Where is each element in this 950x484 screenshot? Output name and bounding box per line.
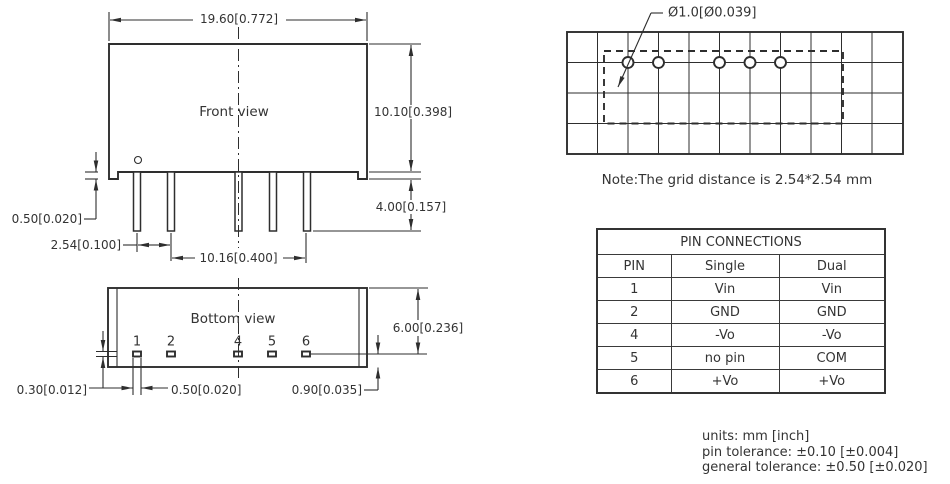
table-title: PIN CONNECTIONS (596, 228, 886, 255)
svg-text:1: 1 (133, 335, 141, 350)
dim-standoff-label: 0.50[0.020] (12, 212, 82, 226)
pin-holes (621, 56, 787, 69)
svg-text:6: 6 (302, 335, 310, 350)
bottom-view-drawing (89, 287, 428, 395)
front-view-label: Front view (199, 104, 269, 120)
table-header-row: PIN Single Dual (596, 254, 886, 278)
svg-text:5: 5 (268, 335, 276, 350)
cell-pin: 2 (596, 300, 672, 324)
cell-single: GND (670, 300, 780, 324)
cell-dual: Vin (778, 277, 886, 301)
dim-pin-length-label: 4.00[0.157] (376, 200, 446, 214)
cell-single: Vin (670, 277, 780, 301)
cell-single: no pin (670, 346, 780, 370)
cell-dual: -Vo (778, 323, 886, 347)
cell-pin: 1 (596, 277, 672, 301)
cell-pin: 5 (596, 346, 672, 370)
table-row: 5 no pin COM (596, 346, 886, 370)
dim-front-height-label: 10.10[0.398] (374, 105, 452, 119)
dim-pin-pitch (123, 233, 172, 261)
front-view-body (108, 43, 368, 180)
svg-text:4: 4 (234, 335, 242, 350)
cell-pin: 4 (596, 323, 672, 347)
dim-front-height (369, 43, 421, 173)
dim-standoff (84, 152, 99, 220)
pin-connections-table: PIN CONNECTIONS PIN Single Dual 1 Vin Vi… (596, 228, 887, 394)
bottom-view-pads (132, 350, 311, 358)
hole-diameter-label: Ø1.0[Ø0.039] (668, 6, 757, 21)
table-row: 2 GND GND (596, 300, 886, 324)
cell-dual: +Vo (778, 369, 886, 394)
col-header-single: Single (670, 254, 780, 278)
cell-single: -Vo (670, 323, 780, 347)
svg-text:2: 2 (167, 335, 175, 350)
cell-dual: GND (778, 300, 886, 324)
front-view-drawing (84, 12, 421, 263)
bottom-view-label: Bottom view (191, 311, 276, 327)
table-row: 6 +Vo +Vo (596, 369, 886, 394)
cell-dual: COM (778, 346, 886, 370)
dimension-text-backings (195, 12, 468, 335)
bottom-view-pin-numbers: 1 2 4 5 6 (133, 335, 310, 350)
table-row: 1 Vin Vin (596, 277, 886, 301)
units-note: units: mm [inch] (702, 429, 810, 444)
table-title-row: PIN CONNECTIONS (596, 228, 886, 255)
dim-pin-pitch-label: 2.54[0.100] (51, 238, 121, 252)
general-tolerance-note: general tolerance: ±0.50 [±0.020] (702, 460, 928, 475)
pin1-indicator-circle (133, 155, 143, 165)
front-view-pins (132, 171, 312, 232)
grid-note: Note:The grid distance is 2.54*2.54 mm (602, 172, 873, 188)
dim-pad-width (132, 358, 168, 395)
cell-single: +Vo (670, 369, 780, 394)
tolerance-notes: units: mm [inch] pin tolerance: ±0.10 [±… (702, 429, 928, 476)
dim-pad-width-label: 0.50[0.020] (171, 383, 241, 397)
dim-pad-thickness-label: 0.30[0.012] (17, 383, 87, 397)
dim-depth (369, 287, 428, 354)
cell-pin: 6 (596, 369, 672, 394)
dim-depth-label: 6.00[0.236] (393, 321, 463, 335)
dim-pin-length (313, 178, 421, 232)
dim-pin-span-label: 10.16[0.400] (199, 251, 277, 265)
col-header-pin: PIN (596, 254, 672, 278)
pin-tolerance-note: pin tolerance: ±0.10 [±0.004] (702, 444, 899, 460)
hole-diameter-leader (617, 12, 663, 88)
dim-front-width (108, 12, 368, 41)
dim-pad-thickness (89, 331, 133, 391)
table-row: 4 -Vo -Vo (596, 323, 886, 347)
dim-pad-offset-label: 0.90[0.035] (292, 383, 362, 397)
grid-footprint-drawing (566, 12, 904, 155)
dim-pad-offset (364, 335, 381, 391)
dim-front-width-label: 19.60[0.772] (200, 12, 278, 26)
col-header-dual: Dual (778, 254, 886, 278)
